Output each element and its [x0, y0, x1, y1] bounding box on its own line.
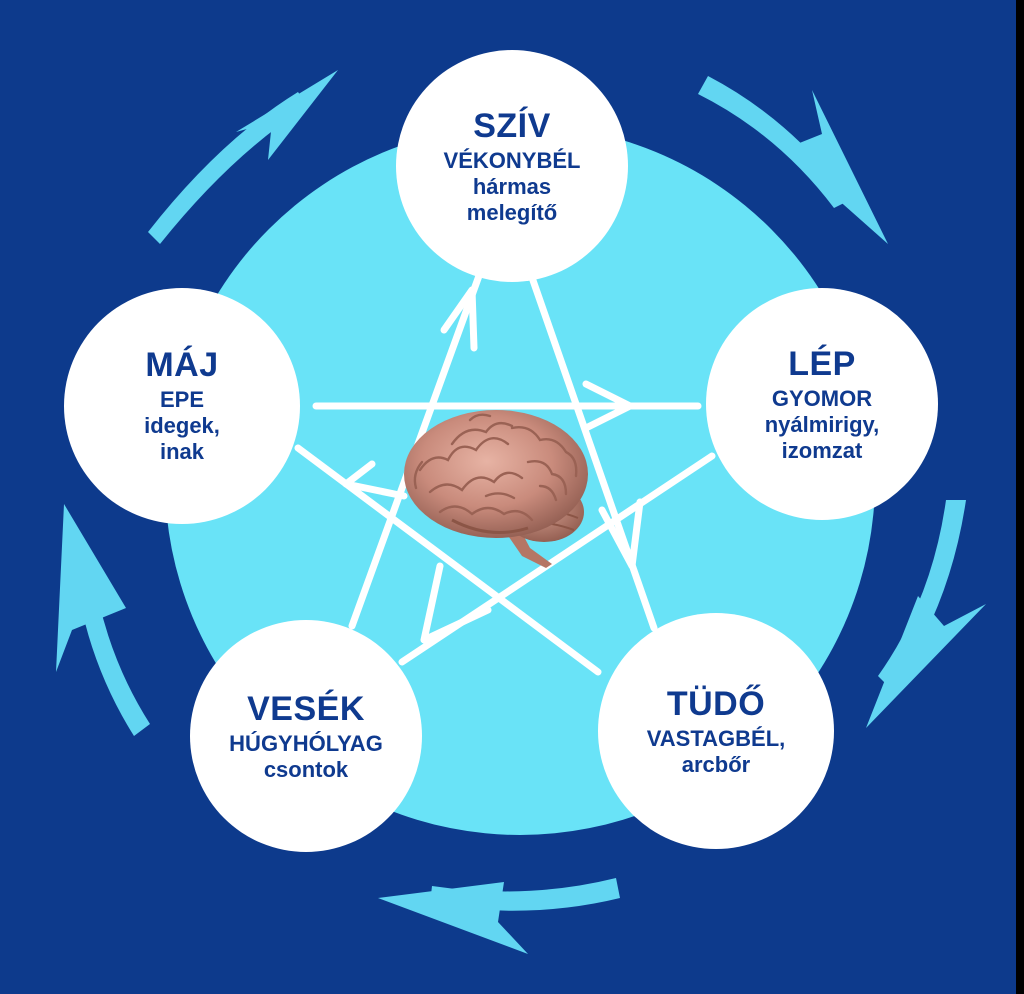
node-maj-line3: inak — [159, 439, 205, 465]
node-sziv: SZÍV VÉKONYBÉL hármas melegítő — [396, 76, 628, 256]
node-lep-line1: GYOMOR — [771, 386, 873, 412]
arrow-left — [56, 504, 150, 736]
node-vesek-line1: HÚGYHÓLYAG — [229, 731, 383, 757]
node-lep-line3: izomzat — [781, 438, 863, 464]
outer-cycle-arrows — [56, 70, 986, 954]
star-arrowheads — [342, 286, 644, 644]
node-sziv-line1: VÉKONYBÉL — [443, 148, 581, 174]
circle-sziv — [396, 50, 628, 282]
star-arrowhead-up — [440, 286, 478, 352]
circle-vesek — [190, 620, 422, 852]
arrow-bottom — [378, 878, 620, 954]
node-tudo-line1: VASTAGBÉL, — [646, 726, 786, 752]
arrow-top-left — [148, 70, 338, 244]
node-lep-title: LÉP — [788, 345, 856, 384]
circle-tudo — [598, 613, 834, 849]
node-vesek-line2: csontok — [263, 757, 349, 783]
circle-maj — [64, 288, 300, 524]
star-arrowhead-down — [598, 498, 644, 570]
star-arrowhead-lower-left — [420, 562, 492, 644]
node-maj-line1: EPE — [159, 387, 205, 413]
node-lep-line2: nyálmirigy, — [764, 412, 880, 438]
node-tudo-title: TÜDŐ — [666, 684, 766, 723]
node-vesek: VESÉK HÚGYHÓLYAG csontok — [190, 636, 422, 836]
node-maj-title: MÁJ — [145, 346, 219, 385]
node-tudo: TÜDŐ VASTAGBÉL, arcbőr — [598, 626, 834, 836]
circle-lep — [706, 288, 938, 520]
node-lep: LÉP GYOMOR nyálmirigy, izomzat — [706, 298, 938, 510]
node-tudo-line2: arcbőr — [681, 752, 751, 778]
brain-icon — [404, 410, 588, 568]
star-arrowhead-right — [582, 380, 634, 432]
node-maj: MÁJ EPE idegek, inak — [64, 300, 300, 510]
arrow-top-right — [698, 76, 888, 244]
star-arrowhead-left — [342, 460, 408, 500]
element-circles — [64, 50, 938, 852]
node-vesek-title: VESÉK — [247, 689, 365, 728]
node-maj-line2: idegek, — [144, 413, 220, 439]
background-edge — [1016, 0, 1024, 994]
node-sziv-line2: hármas — [472, 174, 552, 200]
node-sziv-title: SZÍV — [473, 107, 551, 146]
arrow-right — [866, 500, 986, 728]
node-sziv-line3: melegítő — [466, 200, 558, 226]
